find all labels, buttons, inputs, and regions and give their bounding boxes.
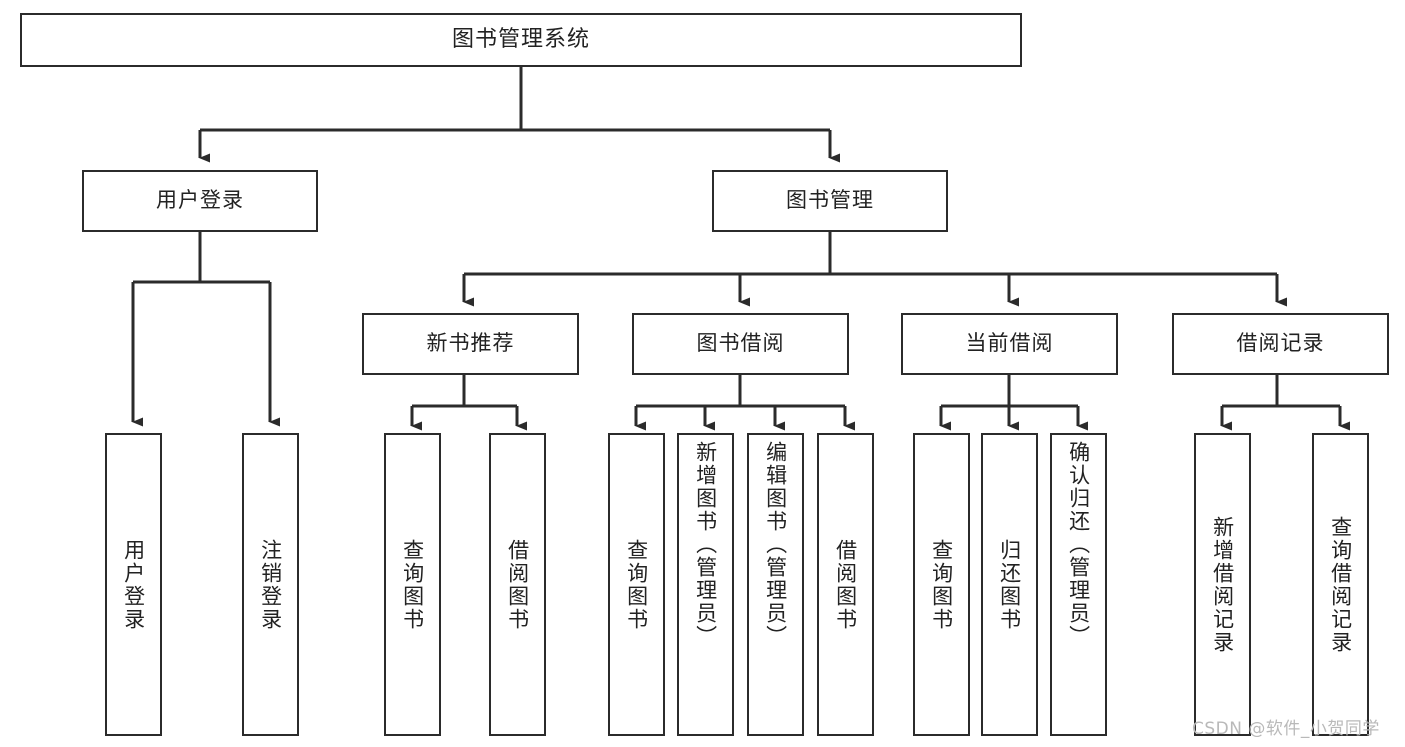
node-book-borrow-label: 图书借阅 — [696, 331, 785, 356]
node-current-borrow[interactable]: 当前借阅 — [901, 313, 1118, 375]
node-leaf-edit-book[interactable]: 编辑图书（管理员） — [747, 433, 804, 736]
node-leaf-confirm-return-label: 确认归还（管理员） — [1066, 441, 1091, 648]
node-leaf-borrow-book-1-label: 借阅图书 — [505, 538, 530, 631]
node-leaf-query-book-2-label: 查询图书 — [624, 538, 649, 631]
node-root-book-management-system[interactable]: 图书管理系统 — [20, 13, 1022, 67]
node-leaf-query-record-label: 查询借阅记录 — [1328, 515, 1353, 654]
node-book-manage-label: 图书管理 — [786, 188, 874, 213]
node-leaf-confirm-return[interactable]: 确认归还（管理员） — [1050, 433, 1107, 736]
csdn-watermark: CSDN @软件_小贺同学 — [1192, 719, 1380, 739]
node-leaf-edit-book-label: 编辑图书（管理员） — [763, 441, 788, 648]
node-leaf-user-logout-label: 注销登录 — [258, 538, 283, 631]
node-leaf-borrow-book-2[interactable]: 借阅图书 — [817, 433, 874, 736]
node-borrow-record-label: 借阅记录 — [1236, 331, 1325, 356]
node-leaf-add-book[interactable]: 新增图书（管理员） — [677, 433, 734, 736]
node-leaf-add-book-label: 新增图书（管理员） — [693, 441, 718, 648]
node-root-label: 图书管理系统 — [451, 26, 590, 52]
node-new-book-recommend-label: 新书推荐 — [426, 331, 515, 356]
node-book-borrow[interactable]: 图书借阅 — [632, 313, 849, 375]
node-leaf-query-book-1-label: 查询图书 — [400, 538, 425, 631]
node-leaf-query-book-2[interactable]: 查询图书 — [608, 433, 665, 736]
node-leaf-query-book-1[interactable]: 查询图书 — [384, 433, 441, 736]
node-user-login-label: 用户登录 — [156, 188, 244, 213]
node-leaf-query-book-3[interactable]: 查询图书 — [913, 433, 970, 736]
node-leaf-add-record-label: 新增借阅记录 — [1210, 515, 1235, 654]
node-leaf-user-login-label: 用户登录 — [121, 538, 146, 631]
node-leaf-user-login[interactable]: 用户登录 — [105, 433, 162, 736]
node-new-book-recommend[interactable]: 新书推荐 — [362, 313, 579, 375]
node-book-manage[interactable]: 图书管理 — [712, 170, 948, 232]
node-leaf-user-logout[interactable]: 注销登录 — [242, 433, 299, 736]
node-current-borrow-label: 当前借阅 — [965, 331, 1054, 356]
node-leaf-add-record[interactable]: 新增借阅记录 — [1194, 433, 1251, 736]
node-borrow-record[interactable]: 借阅记录 — [1172, 313, 1389, 375]
node-leaf-borrow-book-1[interactable]: 借阅图书 — [489, 433, 546, 736]
node-leaf-query-record[interactable]: 查询借阅记录 — [1312, 433, 1369, 736]
node-leaf-return-book-label: 归还图书 — [997, 538, 1022, 631]
node-leaf-borrow-book-2-label: 借阅图书 — [833, 538, 858, 631]
node-leaf-return-book[interactable]: 归还图书 — [981, 433, 1038, 736]
node-leaf-query-book-3-label: 查询图书 — [929, 538, 954, 631]
node-user-login[interactable]: 用户登录 — [82, 170, 318, 232]
